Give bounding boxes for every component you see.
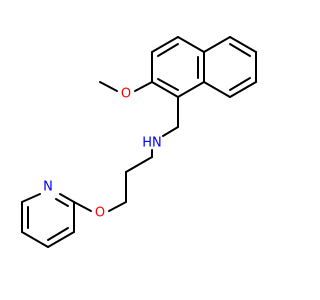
- bond: [203, 81, 231, 98]
- bond: [229, 81, 257, 98]
- bond: [151, 36, 179, 53]
- bond: [151, 81, 179, 98]
- bond: [134, 81, 153, 92]
- ether-oxygen-label: O: [95, 206, 105, 221]
- bond: [99, 81, 118, 92]
- bond: [177, 81, 205, 98]
- bond: [157, 78, 179, 91]
- bond: [21, 193, 41, 203]
- bond: [229, 77, 251, 91]
- bond: [59, 193, 75, 203]
- bond: [177, 36, 205, 53]
- bond: [162, 126, 179, 137]
- bond: [21, 231, 49, 248]
- amine-label: HN: [142, 136, 162, 151]
- bond: [125, 156, 153, 173]
- bond: [108, 201, 127, 212]
- molecule-structure: O HN O N: [21, 36, 257, 248]
- methoxy-oxygen-label: O: [121, 87, 131, 102]
- bond: [73, 201, 92, 212]
- bond: [55, 198, 69, 207]
- bond: [203, 36, 231, 53]
- bond: [47, 227, 69, 241]
- bond: [157, 43, 179, 57]
- bond: [47, 231, 75, 248]
- atom-labels: O HN O N: [43, 87, 162, 221]
- bonds: [21, 36, 257, 248]
- bond: [229, 36, 257, 53]
- bond: [229, 43, 251, 57]
- pyridine-nitrogen-label: N: [43, 180, 53, 195]
